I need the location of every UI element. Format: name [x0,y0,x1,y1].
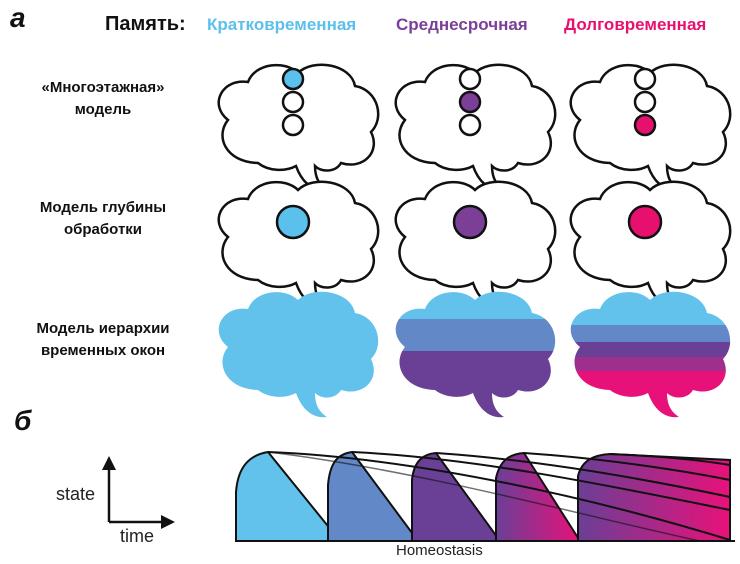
column-header-long-term: Долговременная [564,15,707,34]
row-label-line: модель [74,101,132,118]
decay-curve [435,452,731,498]
decay-curve [351,451,731,511]
arrow-up-icon [102,456,116,470]
memory-label: Память: [105,13,186,35]
axis-label-time: time [120,526,155,546]
processing-circle [275,204,311,240]
wave-band [495,451,582,542]
column-header-mid-term: Среднесрочная [396,15,528,34]
axis-label-state: state [56,484,96,504]
decay-curve [523,452,731,481]
decay-curve [267,451,701,542]
column-header-short-term: Кратковременная [207,15,357,34]
brain-multistore-short [217,63,380,192]
band [570,371,731,418]
panel-b-letter: б [14,405,32,436]
band [395,351,556,418]
row-label-line: Модель иерархии [36,320,170,337]
store-circle [633,67,657,91]
row-label-line: временных окон [40,342,166,359]
brain-timewindow-long [570,291,731,418]
store-circle-active [633,113,657,137]
brain-timewindow-short [218,291,379,418]
brain-multistore-long [569,63,732,192]
wave-band [235,450,343,542]
store-circle [633,90,657,114]
brain-processing-short [217,180,380,309]
band [395,319,556,351]
row-label-multistore: «Многоэтажная» модель [8,77,198,121]
band [570,342,731,357]
state-time-axes [102,456,175,529]
wave-band [327,450,420,542]
store-circle [458,67,482,91]
row-label-levels-of-processing: Модель глубины обработки [8,197,198,241]
processing-circle [452,204,488,240]
store-circle-active [458,90,482,114]
waveform-panel [235,450,735,542]
store-circle [281,113,305,137]
homeostasis-label: Homeostasis [396,542,483,559]
panel-a-letter: а [10,2,26,33]
store-circle [458,113,482,137]
decay-curve [267,451,731,541]
brain-timewindow-mid [395,291,556,418]
store-circle [281,90,305,114]
row-label-time-windows: Модель иерархии временных окон [8,318,198,362]
brain-processing-long [569,180,732,309]
store-circle-active [281,67,305,91]
band [570,357,731,371]
row-label-line: обработки [63,221,143,238]
arrow-right-icon [161,515,175,529]
brain-processing-mid [394,180,557,309]
row-label-line: Модель глубины [39,199,167,216]
decay-curve [609,453,731,466]
processing-circle [627,204,663,240]
brain-multistore-mid [394,63,557,192]
band [570,325,731,342]
row-label-line: «Многоэтажная» [41,79,165,96]
